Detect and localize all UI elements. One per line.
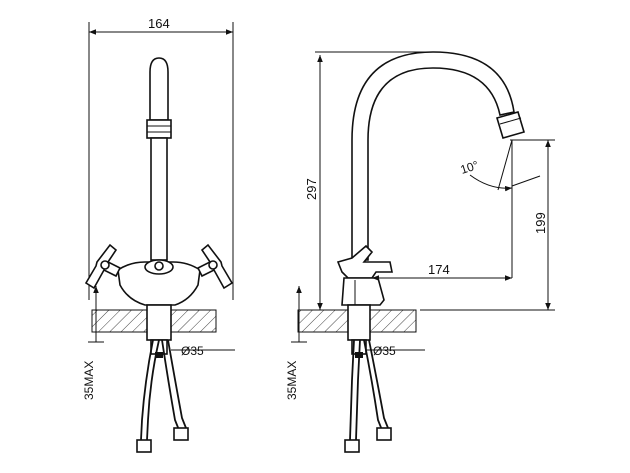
width-dimension-label: 164 — [148, 16, 170, 31]
outlet-height-dimension-label: 199 — [533, 212, 548, 234]
angle-dimension-label: 10° — [459, 158, 481, 177]
reach-dimension-label: 174 — [428, 262, 450, 277]
front-hole-dimension: Ø35 — [181, 344, 204, 358]
front-view: 164 — [82, 16, 235, 453]
reach-dimension: 174 — [372, 140, 513, 281]
front-spout — [146, 57, 172, 261]
width-dimension: 164 — [88, 16, 234, 300]
side-mounting: Ø35 — [347, 304, 425, 358]
front-base-dimension-label: 35MAX — [82, 361, 96, 400]
front-body — [117, 259, 201, 306]
side-body — [336, 244, 393, 306]
side-base-dimension-label: 35MAX — [285, 361, 299, 400]
side-view: 297 174 199 — [285, 51, 555, 453]
side-base-dimension: 35MAX — [285, 286, 307, 400]
outlet-height-dimension: 199 — [420, 139, 555, 311]
front-hoses — [136, 339, 189, 453]
side-spout — [351, 51, 525, 261]
front-base-dimension: 35MAX — [82, 286, 104, 400]
height-dimension-label: 297 — [304, 178, 319, 200]
right-handle — [196, 243, 234, 290]
left-handle — [84, 243, 122, 290]
front-mounting: Ø35 — [146, 304, 235, 358]
side-hole-dimension: Ø35 — [373, 344, 396, 358]
angle-dimension: 10° — [459, 139, 541, 192]
side-hoses — [344, 339, 392, 453]
